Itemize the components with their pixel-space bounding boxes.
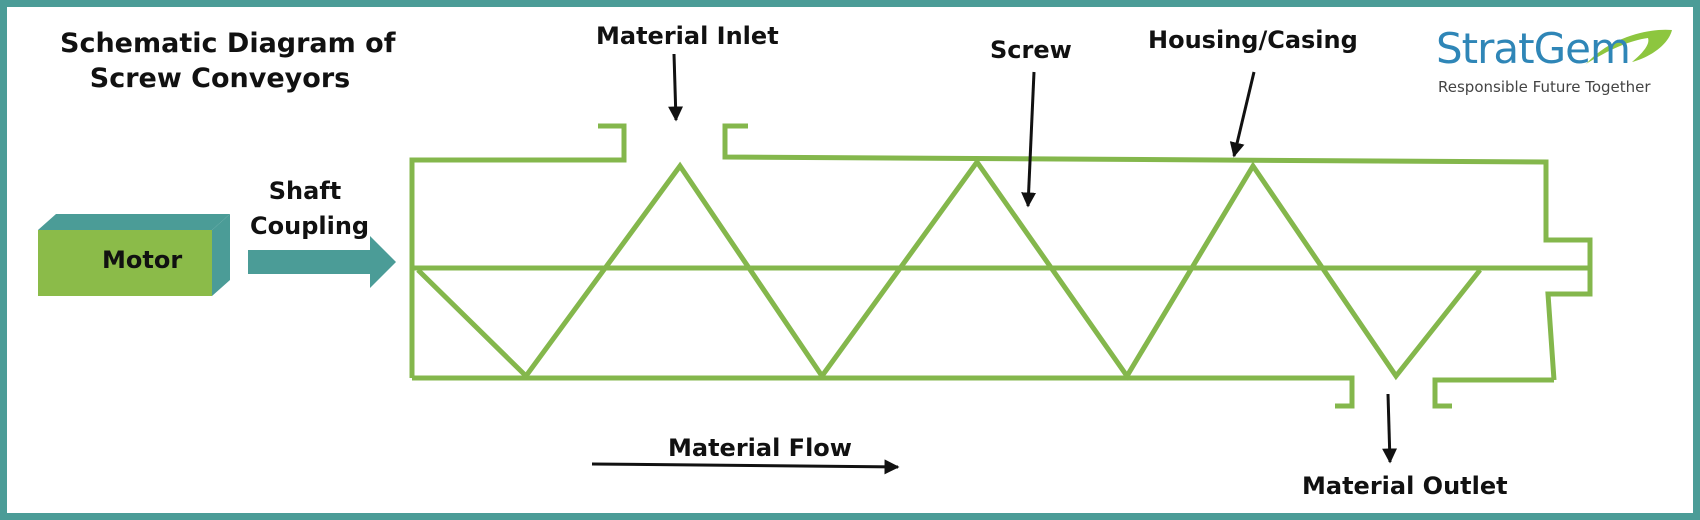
shaft-label-line-1: Shaft — [268, 177, 342, 205]
logo-tagline: Responsible Future Together — [1438, 78, 1651, 96]
shaft-coupling-label: Shaft Coupling — [250, 174, 370, 244]
title-line-2: Screw Conveyors — [89, 63, 351, 95]
conveyor-housing — [409, 123, 1593, 409]
shaft-label-line-2: Coupling — [250, 211, 370, 240]
diagram-title: Schematic Diagram of Screw Conveyors — [60, 26, 396, 96]
shaft-coupling-arrow — [248, 236, 396, 288]
material-inlet-arrow — [668, 53, 684, 122]
screw-arrow — [1021, 71, 1037, 208]
material-inlet-label: Material Inlet — [596, 22, 779, 50]
motor-block — [38, 214, 230, 296]
housing-arrow — [1229, 71, 1256, 158]
motor-label: Motor — [102, 246, 183, 274]
stratgem-logo: StratGem Responsible Future Together — [1436, 24, 1676, 104]
logo-swoosh-icon — [1586, 29, 1672, 64]
housing-casing-label: Housing/Casing — [1148, 26, 1358, 54]
title-line-1: Schematic Diagram of — [60, 28, 396, 59]
screw-flights — [416, 157, 1482, 381]
material-flow-arrow — [591, 459, 900, 475]
material-outlet-label: Material Outlet — [1302, 472, 1508, 500]
screw-label: Screw — [990, 36, 1072, 64]
logo-wordmark: StratGem — [1436, 24, 1631, 73]
material-outlet-arrow — [1382, 393, 1398, 464]
material-flow-label: Material Flow — [668, 434, 852, 462]
